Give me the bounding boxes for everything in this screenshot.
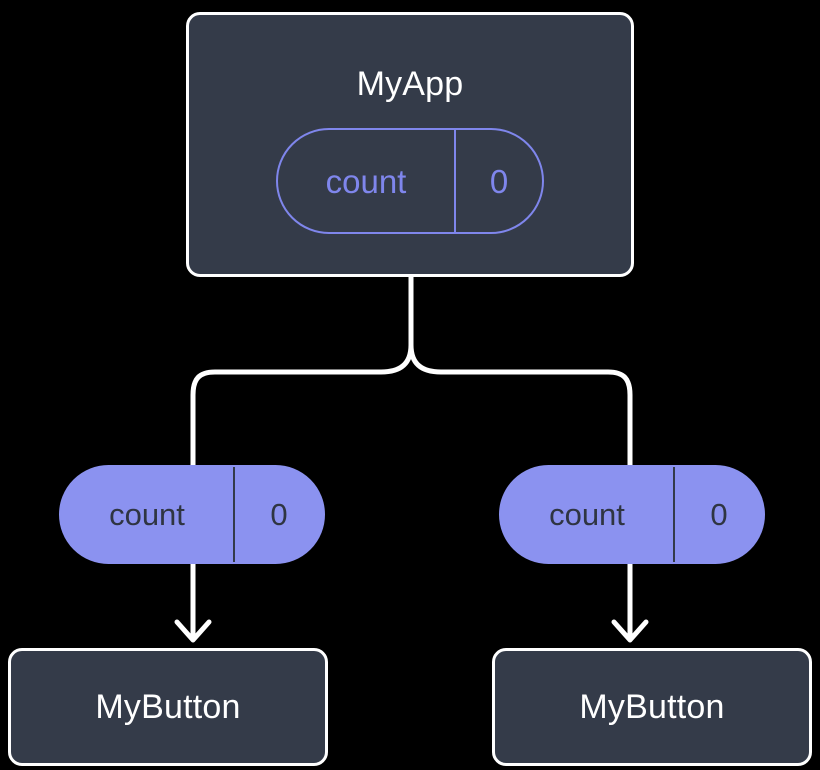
prop-pill-value: 0 xyxy=(270,497,288,532)
arrow-head-left xyxy=(174,619,212,643)
branch-wire-right xyxy=(408,342,633,471)
state-pill-key: count xyxy=(278,130,456,232)
component-label-mybutton: MyButton xyxy=(95,688,241,726)
prop-pill-value: 0 xyxy=(710,497,728,532)
prop-pill-key: count xyxy=(501,467,675,562)
state-pill-value: 0 xyxy=(489,162,509,200)
component-node-mybutton-2[interactable]: MyButton xyxy=(492,648,812,766)
component-label-mybutton: MyButton xyxy=(579,688,725,726)
branch-wire-left xyxy=(190,342,414,471)
prop-pill-count-child-1[interactable]: count 0 xyxy=(59,465,325,564)
component-node-mybutton-1[interactable]: MyButton xyxy=(8,648,328,766)
prop-pill-count-child-2[interactable]: count 0 xyxy=(499,465,765,564)
state-pill-count-root[interactable]: count 0 xyxy=(276,128,544,234)
prop-pill-key: count xyxy=(61,467,235,562)
component-label-myapp: MyApp xyxy=(356,65,464,103)
arrow-head-right xyxy=(611,619,649,643)
